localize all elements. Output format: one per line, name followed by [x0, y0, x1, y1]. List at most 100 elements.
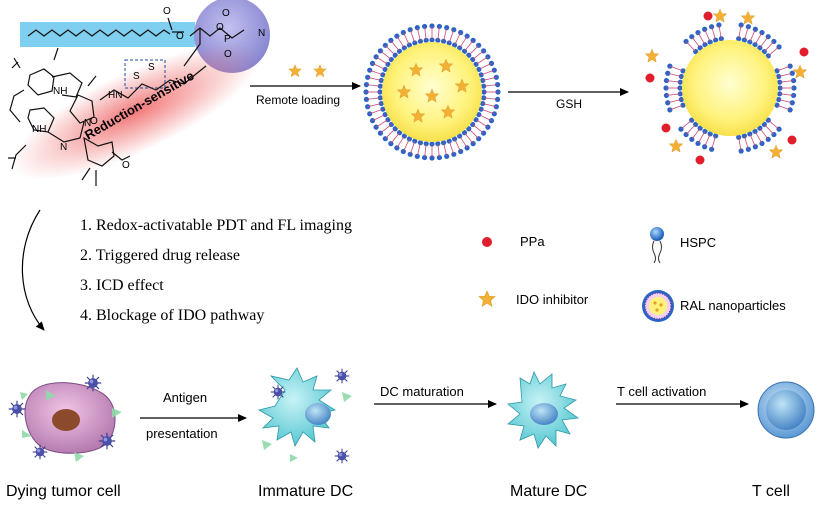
lipid-tail [443, 34, 446, 42]
loaded-liposome [363, 23, 501, 161]
lipid-tail [673, 93, 681, 96]
cell-label-dying-tumor: Dying tumor cell [6, 483, 121, 500]
lipid-tail [778, 99, 786, 102]
lipid-tail [381, 60, 389, 65]
lipid-tail [666, 94, 674, 96]
lipid-tail [376, 72, 384, 76]
lipid-tail [451, 147, 455, 155]
lipid-tail [695, 127, 701, 134]
effect-item: 3. ICD effect [80, 277, 164, 294]
lipid-tail [786, 94, 794, 96]
lipid-tail [412, 36, 416, 44]
lipid-head [738, 22, 744, 28]
lipid-tail [385, 54, 392, 60]
immune-pathway: Antigen presentation DC maturation T cel… [6, 367, 815, 500]
lipid-head [787, 107, 793, 113]
lipid-tail [489, 104, 497, 108]
lipid-tail [674, 74, 682, 77]
lipid-tail [783, 107, 791, 111]
lipid-tail [487, 69, 495, 73]
lipid-tail [424, 150, 426, 158]
lipid-tail [482, 103, 490, 106]
lipid-head [677, 79, 683, 85]
atom-n-ring2: N [60, 142, 67, 153]
lipid-head [707, 39, 713, 45]
lipid-tail [713, 135, 717, 143]
lipid-tail [768, 119, 774, 125]
lipid-head [718, 36, 724, 42]
lipid-tail [448, 36, 452, 44]
lipid-tail [480, 108, 488, 112]
lipid-tail [763, 133, 769, 140]
lipid-tail [378, 66, 386, 70]
legend-ido-label: IDO inhibitor [516, 292, 589, 307]
lipid-head [406, 136, 413, 142]
lipid-tail [390, 137, 396, 144]
lipid-tail [759, 42, 765, 49]
lipid-tail [457, 144, 461, 152]
lipid-tail [373, 97, 381, 100]
atom-nh-ring1: NH [53, 86, 67, 97]
lipid-tail [738, 31, 741, 39]
hydrophobic-tail-bar [20, 22, 195, 47]
lipid-tail [690, 46, 696, 52]
lipid-tail [480, 72, 488, 76]
lipid-tail [690, 124, 696, 130]
lipid-tail [438, 150, 440, 158]
dc-maturation-label: DC maturation [380, 384, 464, 399]
lipid-tail [785, 100, 793, 104]
lipid-tail [366, 84, 374, 86]
lipid-tail [745, 26, 749, 34]
lipid-tail [385, 124, 392, 130]
lipid-tail [375, 123, 383, 128]
gsh-step: GSH [508, 88, 629, 111]
ppa-dot-icon [482, 237, 492, 247]
lipid-tail [686, 119, 692, 125]
lipid-tail [372, 63, 380, 67]
lipid-tail [475, 60, 483, 65]
lipid-tail [478, 114, 486, 118]
lipid-tail [674, 99, 682, 102]
ido-star-icon [793, 65, 807, 79]
lipid-tail [373, 84, 381, 87]
porphyrin-core [8, 47, 131, 186]
lipid-tail [473, 133, 479, 139]
lipid-tail [776, 104, 784, 108]
lipid-tail [459, 41, 464, 49]
mature-dc [507, 370, 580, 449]
linker-chain [99, 65, 207, 101]
ido-star-icon [645, 49, 659, 63]
lipid-tail [768, 51, 774, 57]
lipid-tail [745, 142, 749, 150]
lipid-tail [691, 36, 697, 43]
lipid-head [457, 45, 463, 51]
lipid-tail [482, 78, 490, 81]
immature-dc [257, 367, 352, 464]
gsh-label: GSH [556, 97, 582, 111]
lipid-tail [418, 142, 421, 150]
lipid-head [789, 100, 795, 106]
reduction-sensitive-glow [11, 44, 259, 180]
lipid-tail [418, 34, 421, 42]
atom-o-amide: O [90, 116, 98, 127]
lipid-tail [400, 41, 405, 49]
cell-label-immature-dc: Immature DC [258, 483, 353, 500]
lipid-tail [424, 143, 427, 151]
lipid-tail [666, 80, 674, 82]
lipid-tail [484, 117, 492, 121]
ido-star-icon [769, 145, 783, 159]
lipid-head [787, 63, 793, 69]
legend-ral-label: RAL nanoparticles [680, 298, 786, 313]
lipid-head [451, 136, 458, 142]
cell-label-mature-dc: Mature DC [510, 483, 587, 500]
lipid-tail [758, 137, 763, 144]
lipid-tail [704, 140, 708, 147]
glycerol-backbone [172, 27, 245, 67]
lipid-tail [754, 38, 759, 45]
lipid-tail [764, 46, 770, 52]
lipid-tail [764, 124, 770, 130]
lipid-tail [394, 132, 400, 139]
lipid-tail [483, 84, 491, 87]
atom-o-p2: O [222, 8, 230, 19]
lipid-tail [704, 29, 708, 36]
